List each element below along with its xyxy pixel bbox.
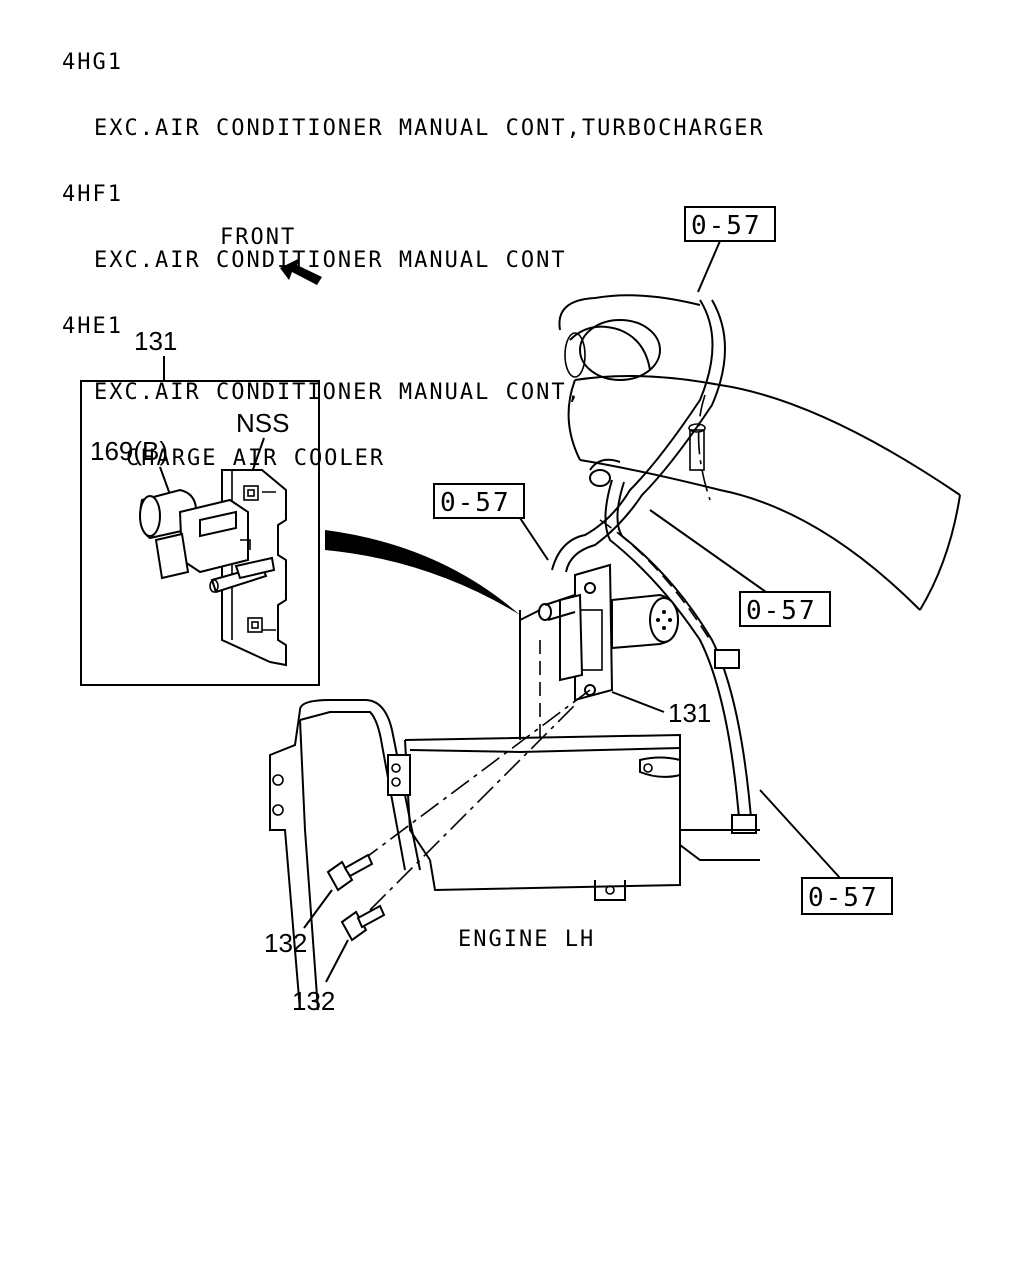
solenoid-valve-assembly — [538, 563, 680, 702]
detail-pointer — [325, 530, 520, 615]
leader-131-main — [611, 691, 665, 713]
front-label: FRONT — [220, 225, 296, 250]
callout-nss: NSS — [236, 408, 289, 438]
bolts — [326, 689, 591, 942]
ref-top: 0-57 — [691, 211, 762, 241]
ref-right-mid: 0-57 — [746, 596, 817, 626]
callout-132-second: 132 — [292, 986, 335, 1016]
leader-ref-right — [649, 509, 767, 593]
desc-4he1-line2: CHARGE AIR COOLER — [126, 446, 386, 471]
callout-131-detail: 131 — [134, 326, 177, 356]
leader-ref-top — [697, 240, 721, 293]
detail-solenoid-valve — [139, 488, 276, 594]
engine-lh-label: ENGINE LH — [458, 927, 595, 952]
turbocharger-hose — [558, 294, 961, 611]
ref-box-right — [739, 591, 831, 627]
leader-132-second — [325, 939, 349, 983]
front-arrow-icon — [280, 258, 322, 285]
desc-4he1-line1: EXC.AIR CONDITIONER MANUAL CONT, — [94, 380, 582, 405]
ref-bottom-right: 0-57 — [808, 883, 879, 913]
leader-ref-bottom — [759, 789, 841, 879]
callout-131-main: 131 — [668, 698, 711, 728]
callout-169b: 169(B) — [90, 436, 168, 466]
leader-132-first — [303, 889, 333, 929]
leader-ref-left — [519, 517, 549, 561]
desc-4hg1: EXC.AIR CONDITIONER MANUAL CONT,TURBOCHA… — [94, 116, 765, 141]
header-block: 4HG1 EXC.AIR CONDITIONER MANUAL CONT,TUR… — [62, 8, 765, 492]
ref-left: 0-57 — [440, 488, 511, 518]
ref-box-left — [433, 483, 525, 519]
callout-132-first: 132 — [264, 928, 307, 958]
engine-frame — [269, 609, 760, 1011]
ref-box-top — [684, 206, 776, 242]
vacuum-tubes — [551, 299, 757, 834]
model-4hg1: 4HG1 — [62, 50, 123, 75]
model-4he1: 4HE1 — [62, 314, 123, 339]
detail-box — [80, 380, 320, 686]
model-4hf1: 4HF1 — [62, 182, 123, 207]
ref-box-bottom — [801, 877, 893, 915]
